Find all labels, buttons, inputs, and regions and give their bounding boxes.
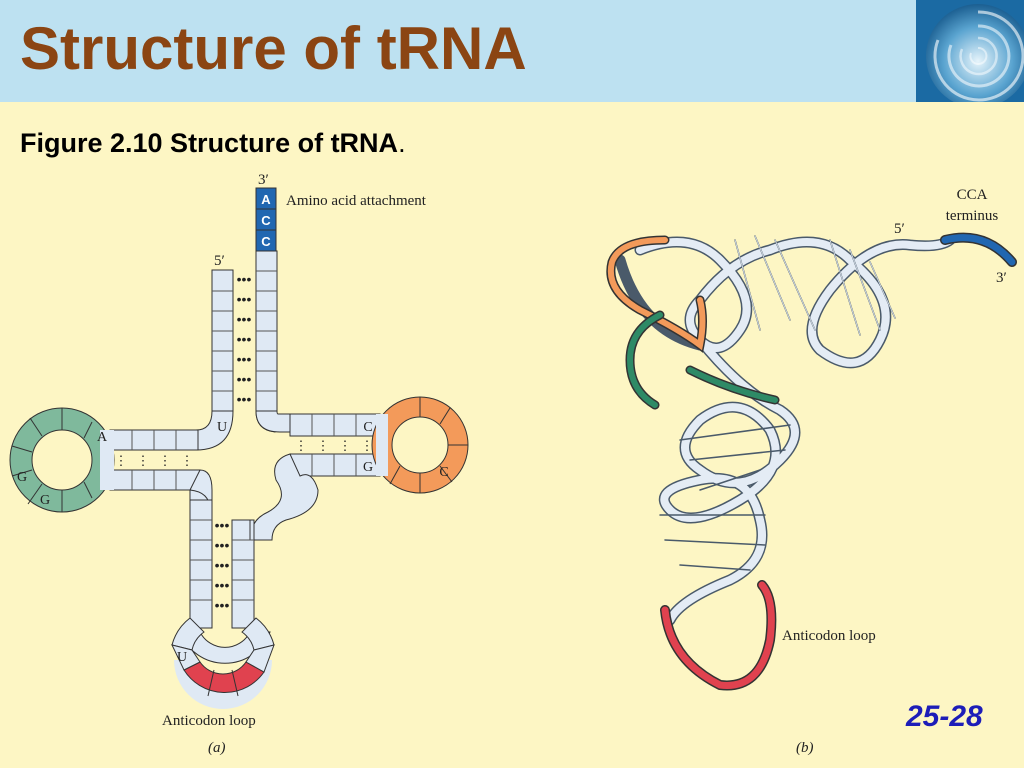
cca-label-line2: terminus bbox=[946, 208, 999, 224]
three-prime-label-b: 3′ bbox=[996, 270, 1007, 286]
svg-text:⋮: ⋮ bbox=[159, 453, 172, 468]
d-loop-base-2: G bbox=[17, 470, 27, 485]
cca-label-line1: CCA bbox=[957, 187, 988, 203]
svg-text:•••: ••• bbox=[237, 351, 252, 367]
t-loop-base-1: C bbox=[363, 420, 372, 435]
svg-text:⋮: ⋮ bbox=[137, 453, 150, 468]
d-loop-base-3: G bbox=[40, 493, 50, 508]
svg-text:⋮: ⋮ bbox=[361, 438, 374, 453]
five-prime-label-a: 5′ bbox=[214, 253, 225, 269]
d-loop: A G G bbox=[9, 407, 115, 513]
svg-text:⋮: ⋮ bbox=[339, 438, 352, 453]
d-loop-ribbon bbox=[607, 237, 706, 351]
acc-base-3: C bbox=[261, 234, 271, 249]
svg-text:•••: ••• bbox=[237, 271, 252, 287]
svg-text:•••: ••• bbox=[215, 577, 230, 593]
svg-text:•••: ••• bbox=[237, 291, 252, 307]
d-loop-base-1: A bbox=[97, 430, 108, 445]
acceptor-stem: ••• ••• ••• ••• ••• ••• ••• bbox=[211, 250, 278, 412]
t-arm: ⋮ ⋮ ⋮ ⋮ C G bbox=[289, 413, 381, 477]
tertiary-structure-diagram bbox=[606, 232, 1017, 691]
panel-label-b: (b) bbox=[796, 740, 814, 756]
three-prime-label-a: 3′ bbox=[258, 172, 269, 188]
svg-text:⋮: ⋮ bbox=[181, 453, 194, 468]
anticodon-loop-a: U bbox=[171, 617, 275, 709]
t-loop-ribbon bbox=[626, 312, 778, 408]
caption-text: Figure 2.10 Structure of tRNA bbox=[20, 128, 399, 158]
variable-loop bbox=[249, 453, 319, 541]
caption-period: . bbox=[398, 128, 406, 158]
anticodon-stem: ••• ••• ••• ••• ••• bbox=[189, 489, 255, 629]
t-loop: C bbox=[371, 396, 469, 494]
t-loop-base-3: C bbox=[439, 465, 448, 480]
five-prime-label-b: 5′ bbox=[894, 221, 905, 237]
svg-text:•••: ••• bbox=[237, 311, 252, 327]
svg-text:•••: ••• bbox=[215, 597, 230, 613]
center-base-u: U bbox=[217, 420, 227, 435]
t-loop-base-2: G bbox=[363, 460, 373, 475]
acc-base-2: C bbox=[261, 213, 271, 228]
svg-text:•••: ••• bbox=[237, 331, 252, 347]
d-arm: ⋮ ⋮ ⋮ ⋮ bbox=[109, 429, 213, 501]
panel-label-a: (a) bbox=[208, 740, 226, 756]
svg-text:•••: ••• bbox=[215, 537, 230, 553]
amino-acid-attachment-label: Amino acid attachment bbox=[286, 193, 427, 209]
anticodon-loop-ribbon bbox=[661, 581, 775, 689]
svg-text:•••: ••• bbox=[215, 517, 230, 533]
nautilus-shell-icon bbox=[916, 0, 1024, 102]
svg-text:•••: ••• bbox=[215, 557, 230, 573]
page-number: 25-28 bbox=[906, 700, 983, 733]
title-bar: Structure of tRNA bbox=[0, 0, 1024, 102]
anticodon-loop-label-b: Anticodon loop bbox=[782, 628, 876, 644]
svg-text:•••: ••• bbox=[237, 371, 252, 387]
svg-text:•••: ••• bbox=[237, 391, 252, 407]
figure-caption: Figure 2.10 Structure of tRNA. bbox=[20, 128, 406, 159]
svg-text:⋮: ⋮ bbox=[317, 438, 330, 453]
acc-base-1: A bbox=[261, 192, 271, 207]
anticodon-loop-label-a: Anticodon loop bbox=[162, 713, 256, 729]
cloverleaf-diagram: A C C 3′ Amino acid attachment ••• ••• •… bbox=[9, 172, 469, 756]
svg-text:⋮: ⋮ bbox=[115, 453, 128, 468]
cca-terminus-ribbon bbox=[941, 234, 1016, 266]
anticodon-base-u: U bbox=[177, 650, 187, 665]
slide-title: Structure of tRNA bbox=[20, 15, 527, 82]
svg-text:⋮: ⋮ bbox=[295, 438, 308, 453]
